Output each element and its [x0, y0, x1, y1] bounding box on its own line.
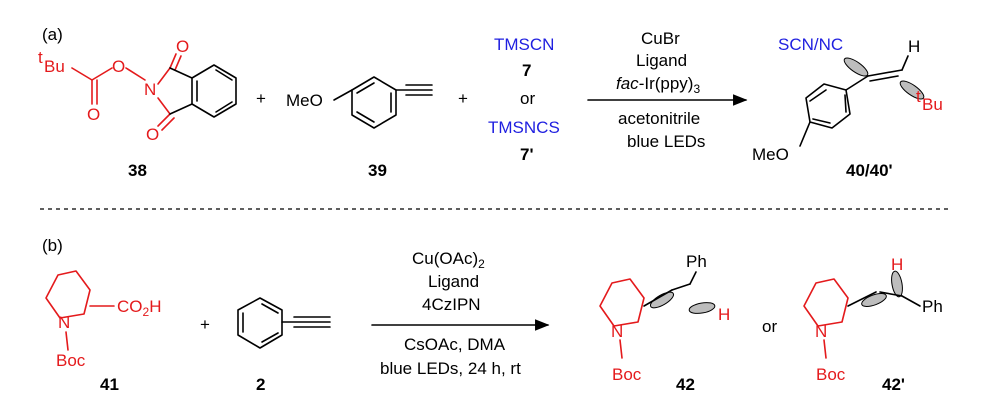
compound-39-structure: MeO	[286, 76, 433, 129]
boc-42: Boc	[612, 365, 642, 384]
tbu-superscript: t	[38, 48, 43, 67]
n-41: N	[58, 313, 70, 332]
product-42-label: 42	[676, 375, 695, 394]
product-40-structure: SCN/NC H t Bu MeO	[752, 35, 943, 164]
compound-41-structure: N CO2H Boc	[45, 270, 161, 370]
or-b: or	[762, 317, 777, 336]
product-40-label: 40/40'	[846, 161, 893, 180]
compound-2-label: 2	[256, 375, 265, 394]
cond-a-light: blue LEDs	[627, 132, 705, 151]
orbital-lobe-5	[861, 293, 887, 307]
imide-o-top: O	[176, 37, 189, 56]
reagent-7p-label: 7'	[520, 145, 534, 164]
h-42p: H	[891, 255, 903, 274]
n-42: N	[611, 322, 623, 341]
cond-b-light-time: blue LEDs, 24 h, rt	[380, 359, 521, 378]
orbital-lobe-4	[688, 302, 716, 314]
panel-b-label: (b)	[42, 236, 63, 255]
product-42-structure: N Boc Ph H	[599, 252, 730, 384]
cond-a-cubr: CuBr	[641, 29, 680, 48]
ph-42p: Ph	[922, 297, 943, 316]
compound-2-structure	[237, 297, 331, 349]
reagent-or: or	[520, 89, 535, 108]
tbu-sup-product: t	[916, 87, 921, 106]
vinyl-h-a: H	[908, 37, 920, 56]
orbital-lobe-2	[899, 80, 925, 100]
cond-a-solvent: acetonitrile	[618, 109, 700, 128]
plus-sign-a2: +	[458, 89, 468, 108]
scn-nc-group: SCN/NC	[778, 35, 843, 54]
product-42p-structure: N Boc H Ph	[803, 255, 943, 384]
n-42p: N	[815, 322, 827, 341]
meo-product: MeO	[752, 145, 789, 164]
compound-41-label: 41	[100, 375, 119, 394]
cond-a-photocat: fac-Ir(ppy)3	[616, 74, 700, 96]
compound-38-structure: t Bu O O N O O	[38, 37, 237, 144]
tbu-product: Bu	[922, 95, 943, 114]
cond-b-base-solvent: CsOAc, DMA	[404, 335, 506, 354]
imide-o-bottom: O	[146, 125, 159, 144]
compound-39-label: 39	[368, 161, 387, 180]
cond-a-ligand: Ligand	[636, 51, 687, 70]
plus-sign-b: +	[200, 315, 210, 334]
boc-41: Boc	[56, 351, 86, 370]
plus-sign-a1: +	[256, 89, 266, 108]
tbu-label: Bu	[44, 57, 65, 76]
ester-o-38: O	[112, 57, 125, 76]
imide-n-38: N	[144, 80, 156, 99]
reagent-tmscn: TMSCN	[494, 35, 554, 54]
orbital-lobe-3	[649, 291, 675, 309]
orbital-lobe-1	[843, 57, 869, 77]
ph-42: Ph	[686, 252, 707, 271]
reagent-tmsncs: TMSNCS	[488, 118, 560, 137]
co2h-41: CO2H	[117, 297, 161, 319]
product-42p-label: 42'	[882, 375, 905, 394]
carbonyl-o-38: O	[87, 105, 100, 124]
h-42: H	[718, 305, 730, 324]
meo-39: MeO	[286, 91, 323, 110]
reagent-7-label: 7	[522, 61, 531, 80]
compound-38-label: 38	[128, 161, 147, 180]
panel-a-label: (a)	[42, 25, 63, 44]
cond-b-4czipn: 4CzIPN	[422, 295, 481, 314]
boc-42p: Boc	[816, 365, 846, 384]
cond-b-ligand: Ligand	[428, 272, 479, 291]
cond-b-cuoac: Cu(OAc)2	[412, 249, 485, 271]
orbital-lobe-6	[891, 270, 903, 298]
